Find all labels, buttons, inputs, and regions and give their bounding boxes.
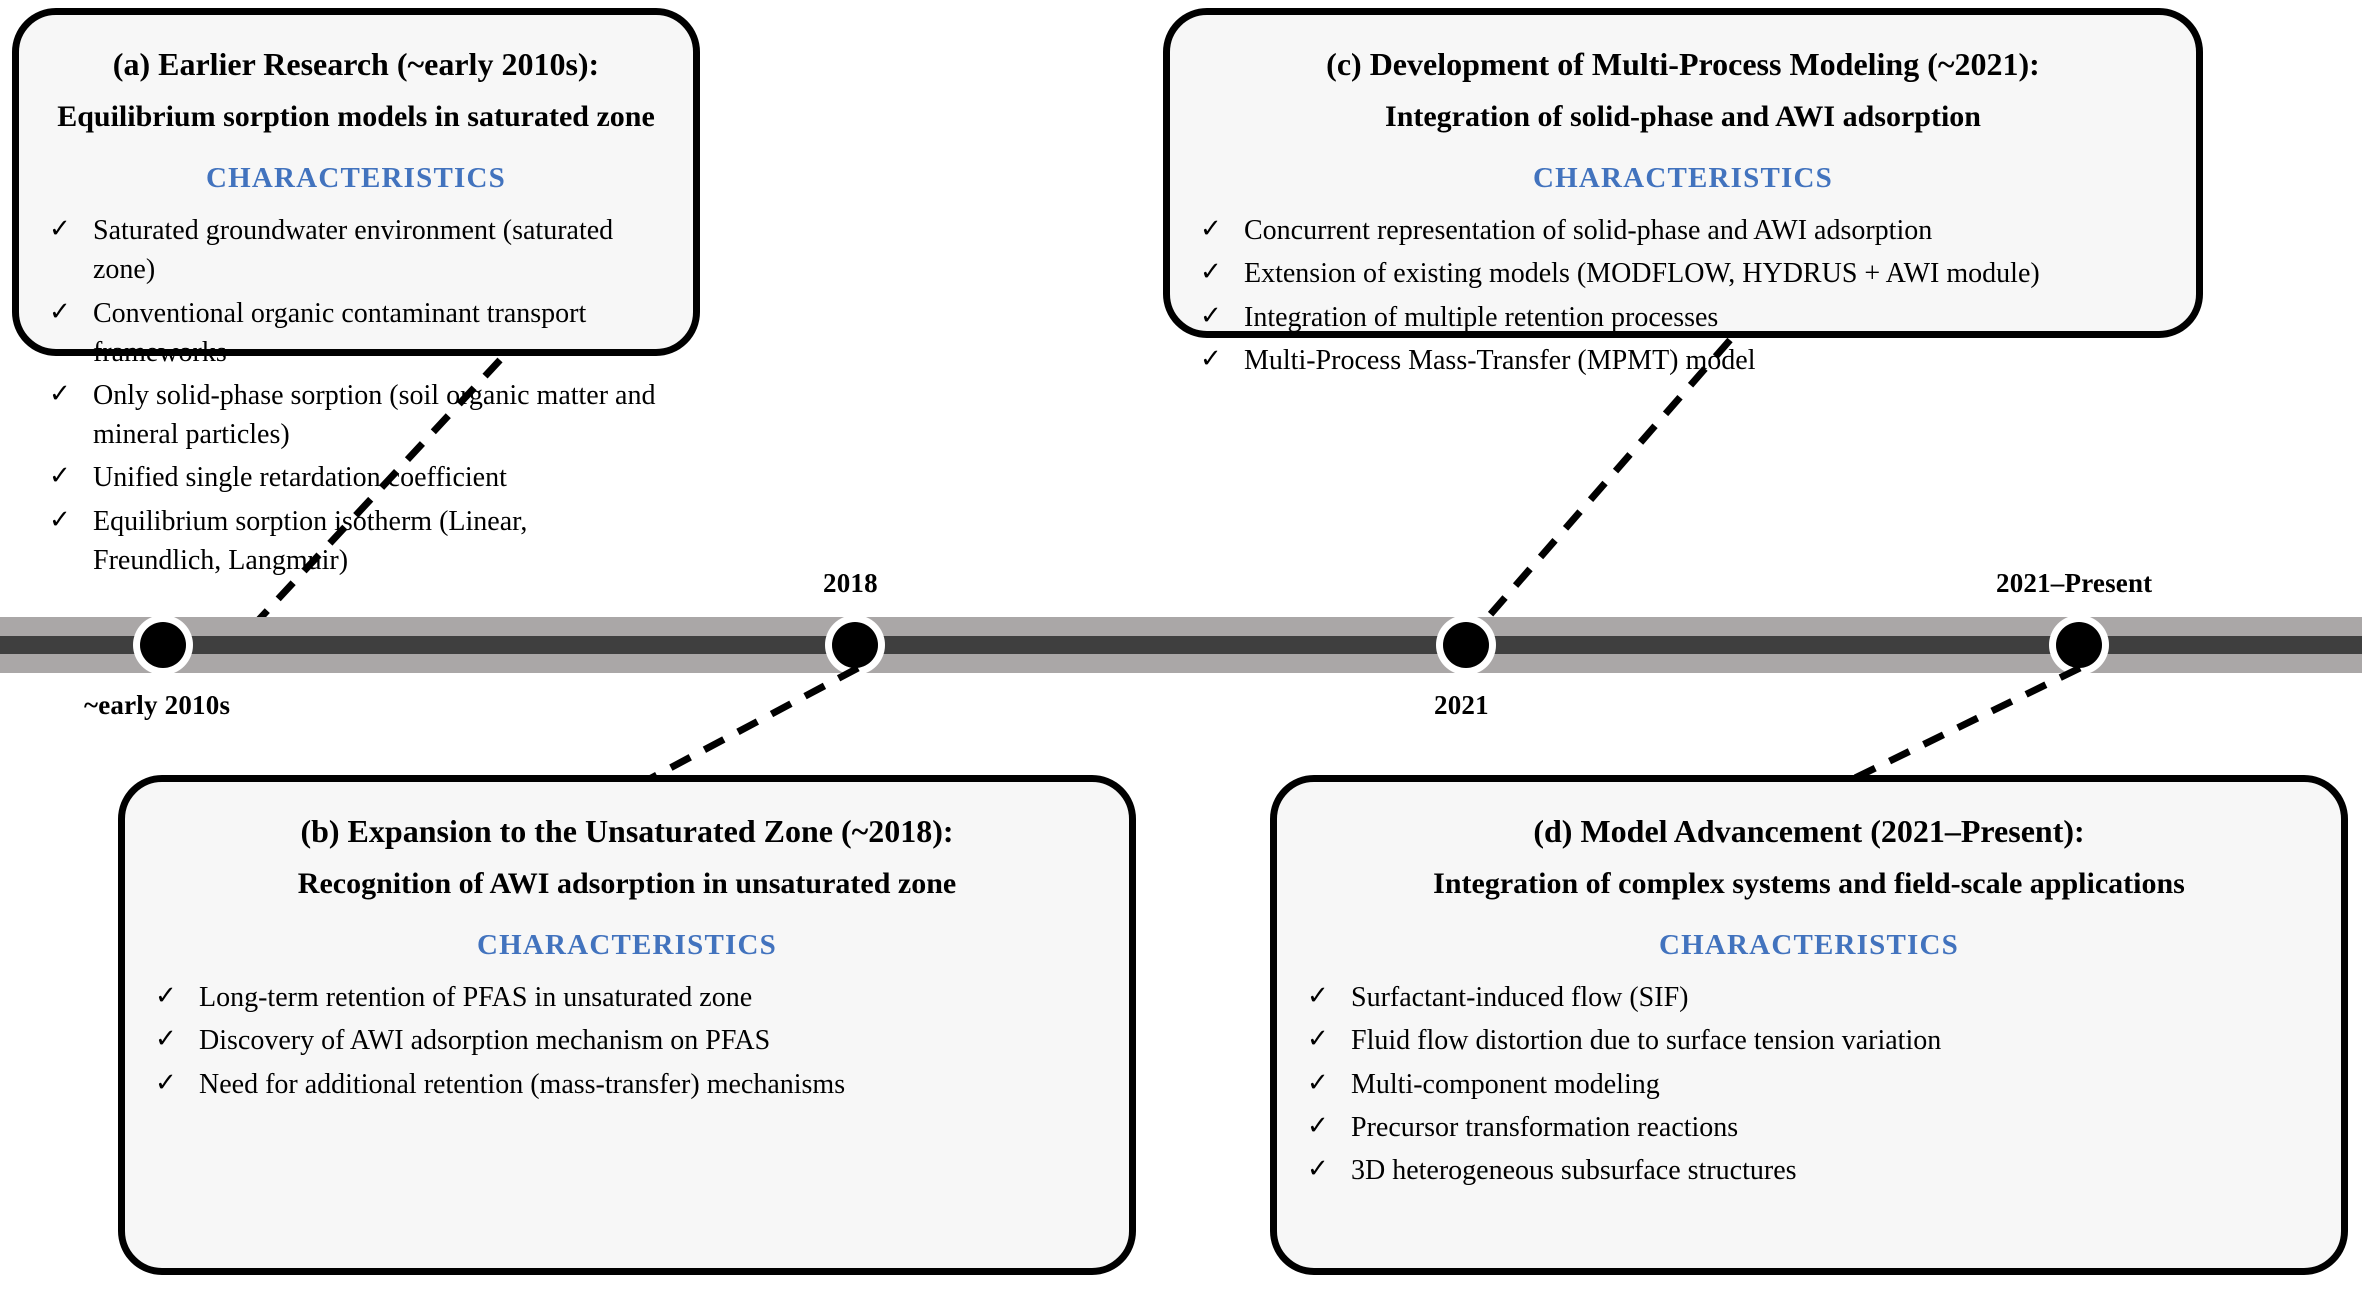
check-icon: ✓ [1307,1153,1329,1183]
list-item: ✓ Need for additional retention (mass-tr… [155,1065,1097,1104]
list-item: ✓ Multi-component modeling [1307,1065,2309,1104]
card-c-subtitle: Integration of solid-phase and AWI adsor… [1385,100,1981,134]
list-item: ✓ Long-term retention of PFAS in unsatur… [155,978,1097,1017]
timeline-dot-2018[interactable] [832,622,878,668]
check-icon: ✓ [155,1067,177,1097]
check-icon: ✓ [49,461,71,491]
list-item: ✓ Concurrent representation of solid-pha… [1200,211,2164,250]
bullet-text: Conventional organic contaminant transpo… [93,297,587,368]
list-item: ✓ Precursor transformation reactions [1307,1108,2309,1147]
check-icon: ✓ [1307,981,1329,1011]
check-icon: ✓ [1307,1110,1329,1140]
timeline-label-2021-present: 2021–Present [1996,568,2153,598]
check-icon: ✓ [1307,1067,1329,1097]
timeline-dot-early-2010s[interactable] [140,622,186,668]
check-icon: ✓ [1307,1024,1329,1054]
list-item: ✓ Equilibrium sorption isotherm (Linear,… [49,502,661,580]
list-item: ✓ Integration of multiple retention proc… [1200,298,2164,337]
bullet-text: Concurrent representation of solid-phase… [1244,215,1933,247]
list-item: ✓ Multi-Process Mass-Transfer (MPMT) mod… [1200,341,2164,380]
timeline-label-2018: 2018 [823,568,878,598]
check-icon: ✓ [1200,300,1222,330]
card-a-characteristics-heading: CHARACTERISTICS [205,162,506,195]
check-icon: ✓ [1200,214,1222,244]
card-c-title: (c) Development of Multi-Process Modelin… [1326,46,2040,82]
card-d-bullet-list: ✓ Surfactant-induced flow (SIF) ✓ Fluid … [1303,978,2315,1190]
bullet-text: Multi-Process Mass-Transfer (MPMT) model [1244,344,1756,376]
timeline-label-2021: 2021 [1434,690,1489,720]
check-icon: ✓ [49,378,71,408]
bullet-text: Multi-component modeling [1351,1068,1660,1100]
list-item: ✓ Conventional organic contaminant trans… [49,294,661,372]
bullet-text: Equilibrium sorption isotherm (Linear, F… [93,505,528,576]
card-b-unsaturated-zone: (b) Expansion to the Unsaturated Zone (~… [118,775,1136,1275]
list-item: ✓ Discovery of AWI adsorption mechanism … [155,1021,1097,1060]
timeline-dot-2021-present[interactable] [2056,622,2102,668]
bullet-text: Need for additional retention (mass-tran… [199,1068,846,1100]
card-b-subtitle: Recognition of AWI adsorption in unsatur… [297,867,957,901]
list-item: ✓ Unified single retardation coefficient [49,458,661,497]
card-b-characteristics-heading: CHARACTERISTICS [476,929,777,962]
card-b-title: (b) Expansion to the Unsaturated Zone (~… [300,813,954,849]
check-icon: ✓ [49,504,71,534]
bullet-text: Integration of multiple retention proces… [1244,301,1719,333]
bullet-text: 3D heterogeneous subsurface structures [1351,1154,1797,1186]
check-icon: ✓ [49,296,71,326]
bullet-text: Precursor transformation reactions [1351,1111,1739,1143]
card-d-model-advancement: (d) Model Advancement (2021–Present): In… [1270,775,2348,1275]
card-a-earlier-research: (a) Earlier Research (~early 2010s): Equ… [12,8,700,576]
list-item: ✓ Surfactant-induced flow (SIF) [1307,978,2309,1017]
bullet-text: Long-term retention of PFAS in unsaturat… [199,982,753,1014]
card-d-characteristics-heading: CHARACTERISTICS [1658,929,1959,962]
bullet-text: Discovery of AWI adsorption mechanism on… [199,1025,771,1057]
card-d-title: (d) Model Advancement (2021–Present): [1533,813,2085,849]
check-icon: ✓ [155,1024,177,1054]
list-item: ✓ Only solid-phase sorption (soil organi… [49,376,661,454]
check-icon: ✓ [155,981,177,1011]
list-item: ✓ Fluid flow distortion due to surface t… [1307,1021,2309,1060]
list-item: ✓ 3D heterogeneous subsurface structures [1307,1151,2309,1190]
check-icon: ✓ [49,214,71,244]
timeline-core-stripe [0,636,2362,654]
card-b-bullet-list: ✓ Long-term retention of PFAS in unsatur… [151,978,1103,1104]
card-c-multi-process-modeling: (c) Development of Multi-Process Modelin… [1163,8,2203,376]
bullet-text: Unified single retardation coefficient [93,462,507,494]
card-a-title: (a) Earlier Research (~early 2010s): [112,46,600,82]
card-c-characteristics-heading: CHARACTERISTICS [1532,162,1833,195]
check-icon: ✓ [1200,343,1222,373]
bullet-text: Surfactant-induced flow (SIF) [1351,982,1689,1014]
list-item: ✓ Saturated groundwater environment (sat… [49,211,661,289]
list-item: ✓ Extension of existing models (MODFLOW,… [1200,254,2164,293]
card-a-subtitle: Equilibrium sorption models in saturated… [57,100,655,134]
check-icon: ✓ [1200,257,1222,287]
bullet-text: Extension of existing models (MODFLOW, H… [1244,258,2040,290]
card-d-subtitle: Integration of complex systems and field… [1433,867,2185,901]
bullet-text: Only solid-phase sorption (soil organic … [93,379,656,451]
card-c-bullet-list: ✓ Concurrent representation of solid-pha… [1196,211,2170,380]
timeline-label-early-2010s: ~early 2010s [84,690,231,720]
timeline-dot-2021[interactable] [1443,622,1489,668]
card-a-bullet-list: ✓ Saturated groundwater environment (sat… [45,211,667,580]
bullet-text: Fluid flow distortion due to surface ten… [1351,1025,1942,1057]
bullet-text: Saturated groundwater environment (satur… [93,215,614,286]
